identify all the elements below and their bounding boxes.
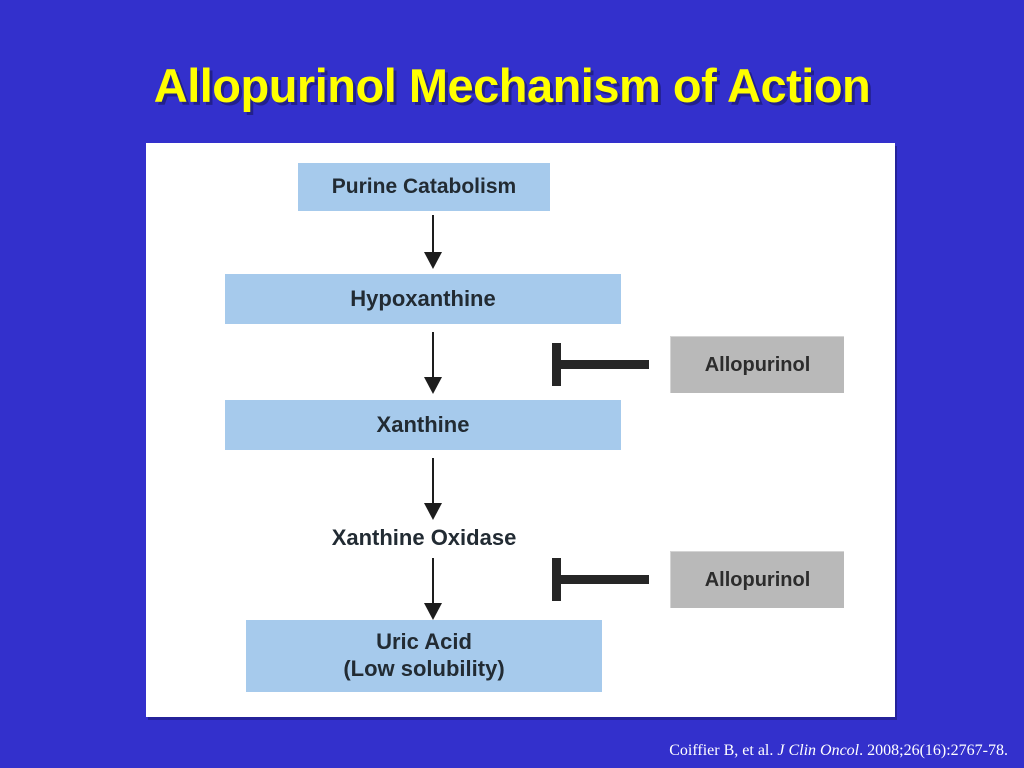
node-xanthine: Xanthine [225, 400, 621, 450]
citation: Coiffier B, et al. J Clin Oncol. 2008;26… [669, 742, 1008, 760]
citation-journal: J Clin Oncol [777, 742, 860, 759]
arrow-head [424, 252, 442, 269]
arrow-shaft [432, 332, 434, 378]
node-uric-acid-sublabel: (Low solubility) [343, 656, 505, 681]
inhibition-marker-2 [552, 558, 649, 601]
inhibition-marker-1 [552, 343, 649, 386]
inhibition-stem [561, 359, 649, 369]
arrow-hypoxanthine-to-xanthine [423, 332, 443, 394]
node-hypoxanthine-label: Hypoxanthine [350, 285, 496, 311]
inhibition-bar [552, 343, 561, 386]
node-hypoxanthine: Hypoxanthine [225, 274, 621, 324]
figure-panel: Purine Catabolism Hypoxanthine Allopurin… [146, 143, 895, 717]
arrow-shaft [432, 458, 434, 504]
inhibition-bar [552, 558, 561, 601]
page-title: Allopurinol Mechanism of Action [153, 59, 871, 112]
arrow-shaft [432, 215, 434, 253]
inhibitor-allopurinol-2-label: Allopurinol [704, 568, 811, 591]
node-xanthine-label: Xanthine [376, 411, 470, 437]
inhibitor-allopurinol-2: Allopurinol [670, 551, 844, 608]
arrow-oxidase-to-uric-acid [423, 558, 443, 620]
arrow-shaft [432, 558, 434, 604]
node-purine-catabolism-label: Purine Catabolism [331, 175, 517, 199]
node-xanthine-oxidase: Xanthine Oxidase [283, 522, 565, 554]
inhibitor-allopurinol-1: Allopurinol [670, 336, 844, 393]
citation-reference: . 2008;26(16):2767-78. [859, 742, 1008, 759]
node-uric-acid: Uric Acid (Low solubility) [246, 620, 602, 692]
arrow-head [424, 377, 442, 394]
node-xanthine-oxidase-label: Xanthine Oxidase [331, 524, 517, 550]
inhibition-stem [561, 574, 649, 584]
arrow-head [424, 603, 442, 620]
arrow-head [424, 503, 442, 520]
inhibitor-allopurinol-1-label: Allopurinol [704, 353, 811, 376]
node-uric-acid-label: Uric Acid [376, 629, 472, 655]
node-purine-catabolism: Purine Catabolism [298, 163, 550, 211]
arrow-xanthine-to-oxidase [423, 458, 443, 520]
citation-authors: Coiffier B, et al. [669, 742, 774, 759]
arrow-purine-to-hypoxanthine [423, 215, 443, 269]
